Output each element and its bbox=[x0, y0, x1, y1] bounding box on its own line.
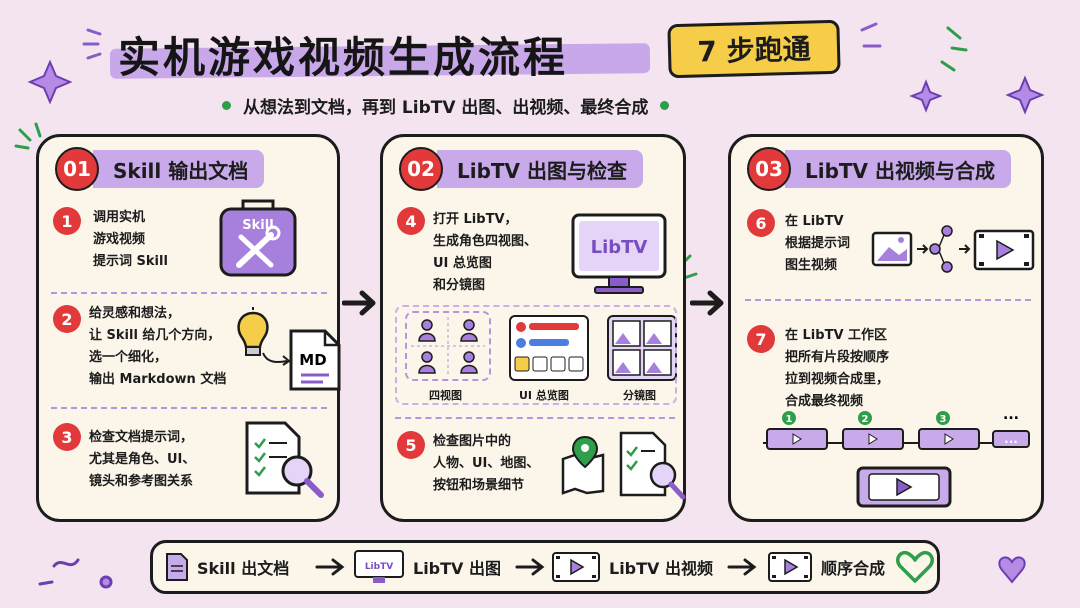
subtitle: 从想法到文档，再到 LibTV 出图、出视频、最终合成 bbox=[222, 92, 822, 118]
monitor-icon: LibTV bbox=[354, 550, 404, 583]
monitor-icon: LibTV bbox=[571, 213, 667, 294]
clip-icon bbox=[766, 411, 828, 450]
ui-overview-thumb bbox=[509, 315, 589, 381]
video-icon bbox=[552, 552, 600, 582]
bullet-dot bbox=[660, 100, 670, 110]
step-number: 2 bbox=[53, 305, 81, 333]
step-text: 给灵感和想法，让 Skill 给几个方向，选一个细化，输出 Markdown 文… bbox=[89, 306, 227, 387]
character-icon bbox=[411, 317, 485, 375]
map-pin-icon bbox=[561, 435, 605, 495]
summary-item: LibTV LibTV 出图 bbox=[353, 543, 501, 591]
step-number: 5 bbox=[397, 431, 425, 459]
panel-header: 03 LibTV 出视频与合成 bbox=[747, 147, 1011, 191]
final-video-icon bbox=[856, 466, 952, 508]
arrow-right-icon bbox=[515, 558, 545, 576]
step-text: 打开 LibTV，生成角色四视图、UI 总览图和分镜图 bbox=[433, 212, 538, 293]
steps-badge: 7 步跑通 bbox=[667, 19, 841, 79]
clip-number: 1 bbox=[786, 414, 793, 425]
storyboard-icon bbox=[612, 320, 672, 376]
panel-header: 01 Skill 输出文档 bbox=[55, 147, 265, 191]
markdown-doc-icon: MD bbox=[289, 329, 341, 391]
step-number: 6 bbox=[747, 209, 775, 237]
timeline: 1 2 3 ... ... bbox=[763, 407, 1030, 450]
more-indicator: ... bbox=[1003, 407, 1019, 423]
clip-number: 2 bbox=[862, 414, 869, 425]
ui-layout-icon bbox=[514, 322, 584, 372]
panel-header: 02 LibTV 出图与检查 bbox=[399, 147, 643, 191]
arrow-right-icon bbox=[315, 558, 345, 576]
toolbox-label: Skill bbox=[242, 218, 273, 233]
document-icon bbox=[166, 553, 188, 581]
flow-arrow-icon bbox=[342, 290, 376, 316]
divider bbox=[745, 299, 1031, 301]
thumb-caption: UI 总览图 bbox=[519, 389, 569, 402]
video-icon bbox=[768, 552, 812, 582]
checklist-search-icon bbox=[619, 431, 686, 500]
title-block: 实机游戏视频生成流程 bbox=[100, 18, 660, 82]
arrow-icon bbox=[262, 352, 291, 366]
panel-title: Skill 输出文档 bbox=[93, 150, 265, 188]
divider bbox=[395, 417, 675, 419]
monitor-label: LibTV bbox=[591, 237, 648, 258]
clip-icon bbox=[842, 411, 904, 450]
image-to-video-icon bbox=[871, 225, 1035, 273]
divider bbox=[51, 407, 327, 409]
lightbulb-icon bbox=[237, 307, 269, 356]
arrow-right-icon bbox=[727, 558, 757, 576]
clip-icon bbox=[992, 430, 1030, 448]
divider bbox=[51, 292, 327, 294]
storyboard-thumb bbox=[607, 315, 677, 381]
clip-icon bbox=[918, 411, 980, 450]
monitor-mini-label: LibTV bbox=[365, 562, 393, 572]
thumbnail-group bbox=[395, 305, 677, 405]
clip-ellipsis: ... bbox=[1004, 432, 1018, 446]
step-text: 调用实机游戏视频提示词 Skill bbox=[93, 210, 168, 269]
md-label: MD bbox=[299, 351, 326, 369]
clip-number: 3 bbox=[940, 414, 947, 425]
panel-number: 03 bbox=[747, 147, 791, 191]
dash-marks bbox=[82, 22, 882, 60]
toolbox-icon: Skill bbox=[219, 199, 297, 277]
summary-item: 顺序合成 bbox=[767, 543, 885, 591]
checklist-search-icon bbox=[245, 421, 324, 498]
step-number: 3 bbox=[53, 423, 81, 451]
step-number: 1 bbox=[53, 207, 81, 235]
summary-item: Skill 出文档 bbox=[165, 543, 289, 591]
panel-number: 01 bbox=[55, 147, 99, 191]
squiggle bbox=[38, 558, 113, 589]
summary-item: LibTV 出视频 bbox=[551, 543, 713, 591]
four-view-thumb bbox=[405, 311, 491, 381]
summary-bar: Skill 出文档 LibTV LibTV 出图 LibTV 出视频 顺序合成 bbox=[150, 540, 940, 594]
page-title: 实机游戏视频生成流程 bbox=[118, 33, 569, 82]
sparkle-icon bbox=[27, 59, 73, 105]
panel-libtv-image: 02 LibTV 出图与检查 4 打开 LibTV，生成角色四视图、UI 总览图… bbox=[380, 134, 686, 522]
step-text: 检查文档提示词，尤其是角色、UI、镜头和参考图关系 bbox=[89, 430, 196, 489]
step-number: 7 bbox=[747, 325, 775, 353]
panel-number: 02 bbox=[399, 147, 443, 191]
step-text: 检查图片中的人物、UI、地图、按钮和场景细节 bbox=[433, 434, 540, 493]
panel-skill-doc: 01 Skill 输出文档 1 调用实机游戏视频提示词 Skill Skill … bbox=[36, 134, 341, 522]
subtitle-text: 从想法到文档，再到 LibTV 出图、出视频、最终合成 bbox=[243, 97, 649, 118]
thumb-caption: 四视图 bbox=[429, 389, 462, 402]
flow-arrow-icon bbox=[690, 290, 724, 316]
bullet-dot bbox=[222, 100, 231, 110]
panel-title: LibTV 出视频与合成 bbox=[785, 150, 1011, 188]
step-number: 4 bbox=[397, 207, 425, 235]
step-text: 在 LibTV 工作区把所有片段按顺序拉到视频合成里，合成最终视频 bbox=[785, 328, 890, 409]
sparkle-icon bbox=[909, 79, 943, 113]
thumb-caption: 分镜图 bbox=[623, 389, 656, 402]
heart-icon bbox=[998, 556, 1026, 584]
panel-title: LibTV 出图与检查 bbox=[437, 150, 643, 188]
heart-outline-icon bbox=[896, 551, 934, 583]
sparkle-icon bbox=[1005, 75, 1045, 115]
